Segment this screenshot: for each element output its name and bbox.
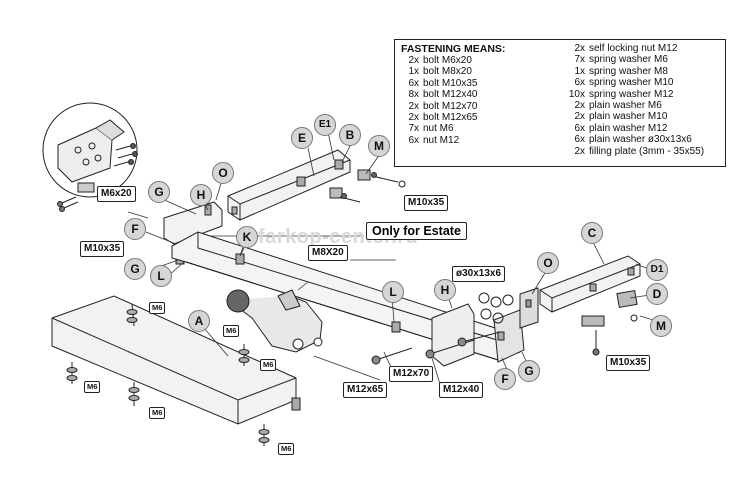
part-label-o: O <box>212 162 234 184</box>
part-label-g: G <box>518 360 540 382</box>
socket-bracket-inset <box>42 102 138 198</box>
callout-m12x70: M12x70 <box>389 366 434 382</box>
callout-m6x20: M6x20 <box>97 186 136 202</box>
part-label-f: F <box>124 218 146 240</box>
callout-m12x65: M12x65 <box>343 382 388 398</box>
bracket-e <box>227 149 351 221</box>
part-label-b: B <box>339 124 361 146</box>
part-label-c: C <box>581 222 603 244</box>
part-label-d: D <box>646 283 668 305</box>
part-label-m: M <box>650 315 672 337</box>
callout-m6: M6 <box>84 381 101 393</box>
part-label-d1: D1 <box>646 259 668 281</box>
part-label-l: L <box>382 281 404 303</box>
callout-washer-30: ø30x13x6 <box>452 266 506 282</box>
part-label-h: H <box>190 184 212 206</box>
tow-ball <box>226 289 323 353</box>
part-label-g: G <box>124 258 146 280</box>
part-label-o: O <box>537 252 559 274</box>
callout-m6: M6 <box>278 443 295 455</box>
callout-m10x35-top: M10x35 <box>404 195 449 211</box>
estate-note: Only for Estate <box>366 222 467 240</box>
part-label-k: K <box>236 226 258 248</box>
callout-m12x40: M12x40 <box>439 382 484 398</box>
callout-m10x35-right: M10x35 <box>606 355 651 371</box>
part-label-a: A <box>188 310 210 332</box>
part-label-e1: E1 <box>314 114 336 136</box>
callout-m8x20: M8X20 <box>308 245 348 261</box>
callout-m6: M6 <box>149 407 166 419</box>
part-label-l: L <box>150 265 172 287</box>
part-label-h: H <box>434 279 456 301</box>
callout-m6: M6 <box>223 325 240 337</box>
callout-m6: M6 <box>260 359 277 371</box>
bracket-c <box>539 255 641 313</box>
callout-m10x35-left: M10x35 <box>80 241 125 257</box>
part-label-f: F <box>494 368 516 390</box>
part-label-e: E <box>291 127 313 149</box>
legend-title: FASTENING MEANS: <box>401 43 506 55</box>
part-label-m: M <box>368 135 390 157</box>
part-label-g: G <box>148 181 170 203</box>
callout-m6: M6 <box>149 302 166 314</box>
bumper-beam-a <box>51 295 301 425</box>
